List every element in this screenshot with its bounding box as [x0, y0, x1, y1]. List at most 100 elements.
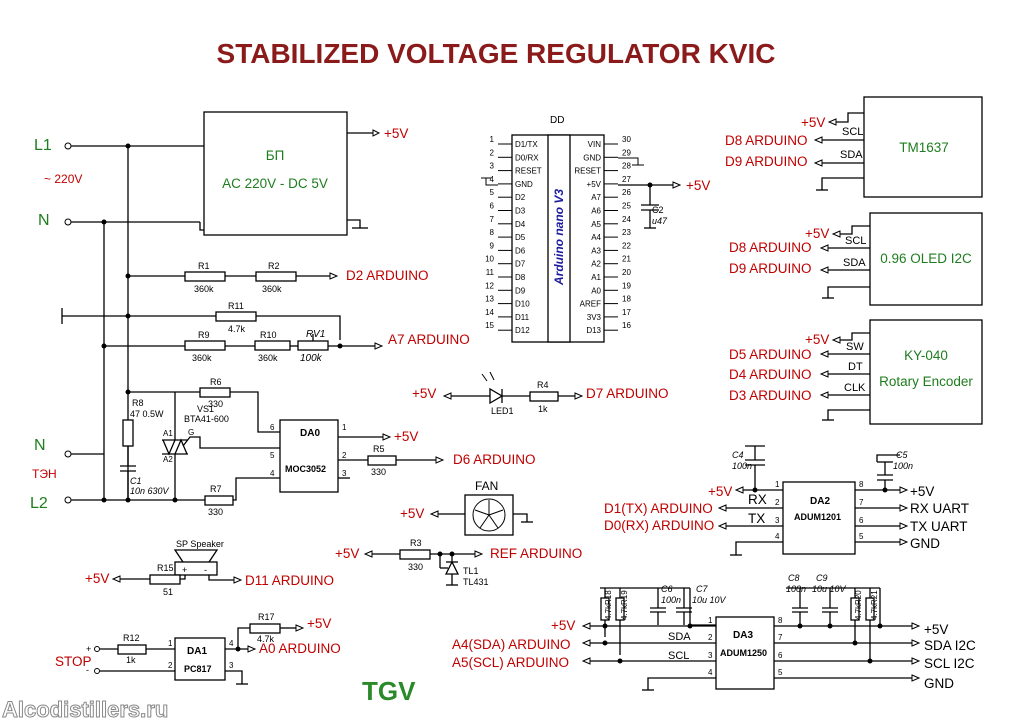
chip-pin-number: 3 — [775, 516, 780, 525]
svg-text:D1(TX) ARDUINO: D1(TX) ARDUINO — [604, 501, 713, 516]
svg-text:TX UART: TX UART — [910, 519, 968, 534]
signature: TGV — [362, 676, 416, 706]
arduino-pin-label: D5 — [515, 233, 526, 242]
svg-text:D4 ARDUINO: D4 ARDUINO — [729, 367, 812, 382]
arduino-pin-label: D8 — [515, 273, 526, 282]
svg-text:C8: C8 — [788, 573, 800, 583]
arduino-pin-number: 17 — [622, 308, 631, 317]
svg-text:R4: R4 — [537, 380, 549, 390]
arduino-pin-label: A5 — [591, 220, 601, 229]
svg-text:RV1: RV1 — [306, 329, 325, 340]
svg-text:+5V: +5V — [335, 546, 359, 561]
arduino-pin-number: 27 — [622, 175, 631, 184]
psu-out: +5V — [384, 126, 408, 141]
svg-text:D0(RX) ARDUINO: D0(RX) ARDUINO — [604, 518, 714, 533]
psu-name: БП — [266, 148, 285, 163]
svg-text:C4: C4 — [732, 450, 744, 460]
svg-text:100n: 100n — [786, 584, 806, 594]
svg-text:4.7k: 4.7k — [257, 634, 275, 644]
svg-text:R18: R18 — [604, 590, 613, 605]
triac-section: R8 47 0.5W C1 10n 630V R6 330 VS1 BTA41-… — [120, 377, 280, 517]
svg-text:+5V: +5V — [394, 429, 418, 444]
fan-section: FAN +5V — [400, 479, 533, 536]
chip-pin-number: 5 — [859, 532, 864, 541]
encoder-module: KY-040 Rotary Encoder +5V SW D5 ARDUINO … — [729, 319, 983, 425]
svg-text:TL431: TL431 — [463, 577, 489, 587]
arduino-pin-number: 15 — [485, 321, 494, 330]
arduino-pin-number: 14 — [485, 308, 494, 317]
svg-text:10u 10V: 10u 10V — [692, 595, 727, 605]
chip-pin-number: 7 — [778, 633, 783, 642]
svg-text:SP Speaker: SP Speaker — [176, 539, 224, 549]
arduino-pin-number: 28 — [622, 162, 631, 171]
svg-text:VS1: VS1 — [197, 404, 214, 414]
arduino-pin-label: D12 — [515, 326, 530, 335]
svg-text:4.7k: 4.7k — [620, 604, 629, 620]
svg-text:SW: SW — [846, 341, 864, 353]
arduino-name: Arduino nano V3 — [552, 189, 566, 286]
heater-label: ТЭН — [32, 467, 57, 481]
oled-module: 0.96 OLED I2C +5V SCL D8 ARDUINO SDA D9 … — [729, 212, 983, 306]
svg-text:C1: C1 — [130, 476, 142, 486]
svg-text:DA1: DA1 — [187, 646, 207, 657]
arduino-pin-label: A6 — [591, 207, 601, 216]
svg-text:3: 3 — [342, 469, 347, 478]
moc3052: DA0 MOC3052 6 5 4 1 2 3 +5V R5 330 D6 AR… — [270, 419, 536, 493]
svg-text:TL1: TL1 — [463, 566, 479, 576]
svg-text:2: 2 — [342, 451, 347, 460]
svg-text:R2: R2 — [268, 261, 280, 271]
svg-text:D6 ARDUINO: D6 ARDUINO — [453, 452, 536, 467]
svg-text:360k: 360k — [192, 353, 212, 363]
svg-text:47 0.5W: 47 0.5W — [130, 409, 164, 419]
svg-text:R17: R17 — [258, 612, 275, 622]
svg-text:R8: R8 — [132, 398, 144, 408]
tm1637-name: TM1637 — [899, 140, 949, 155]
arduino-pin-number: 18 — [622, 295, 631, 304]
svg-text:DA3: DA3 — [733, 630, 753, 641]
svg-text:GND: GND — [924, 676, 954, 691]
svg-text:4.7k: 4.7k — [604, 604, 613, 620]
svg-text:R15: R15 — [157, 563, 174, 573]
svg-text:PC817: PC817 — [184, 664, 212, 674]
arduino-pin-label: A7 — [591, 193, 601, 202]
svg-text:+5V: +5V — [708, 484, 732, 499]
svg-text:SDA I2C: SDA I2C — [924, 638, 976, 653]
svg-text:4.7k: 4.7k — [870, 604, 879, 620]
arduino-pin-number: 25 — [622, 202, 631, 211]
svg-text:A4(SDA) ARDUINO: A4(SDA) ARDUINO — [452, 637, 571, 652]
svg-text:100n: 100n — [893, 461, 913, 471]
arduino-pin-label: GND — [515, 180, 533, 189]
svg-text:D11 ARDUINO: D11 ARDUINO — [245, 573, 334, 588]
svg-text:+5V: +5V — [910, 484, 934, 499]
svg-text:4: 4 — [270, 469, 275, 478]
watermark: Alcodistillers.ru — [2, 697, 168, 722]
svg-text:DT: DT — [848, 361, 863, 373]
arduino-pin-label: D0/RX — [515, 153, 539, 162]
n-top-label: N — [38, 212, 50, 229]
svg-text:+: + — [182, 565, 187, 575]
chip-pin-number: 5 — [778, 668, 783, 677]
arduino-module: DD Arduino nano V3 1D1/TX2D0/RX3RESET4GN… — [481, 115, 710, 343]
svg-text:D9 ARDUINO: D9 ARDUINO — [725, 154, 808, 169]
svg-text:A0 ARDUINO: A0 ARDUINO — [259, 641, 341, 656]
encoder-name: KY-040 — [904, 348, 948, 363]
arduino-pin-label: RESET — [515, 167, 542, 176]
svg-text:DD: DD — [550, 115, 564, 126]
n-bottom-label: N — [34, 437, 46, 454]
arduino-pin-number: 4 — [490, 175, 495, 184]
led-section: +5V R4 1k LED1 D7 ARDUINO — [412, 371, 669, 416]
svg-text:1: 1 — [168, 639, 173, 648]
svg-text:1: 1 — [342, 423, 347, 432]
arduino-pin-label: D11 — [515, 313, 530, 322]
svg-text:-: - — [204, 565, 207, 575]
svg-text:ADUM1250: ADUM1250 — [720, 648, 767, 658]
chip-pin-number: 8 — [778, 616, 783, 625]
oled-name: 0.96 OLED I2C — [880, 251, 972, 266]
svg-text:BTA41-600: BTA41-600 — [184, 414, 229, 424]
svg-text:C7: C7 — [696, 584, 708, 594]
svg-text:330: 330 — [371, 467, 386, 477]
arduino-pin-label: 3V3 — [587, 313, 602, 322]
svg-text:SDA: SDA — [840, 149, 863, 161]
mains-voltage: ~ 220V — [44, 172, 82, 186]
